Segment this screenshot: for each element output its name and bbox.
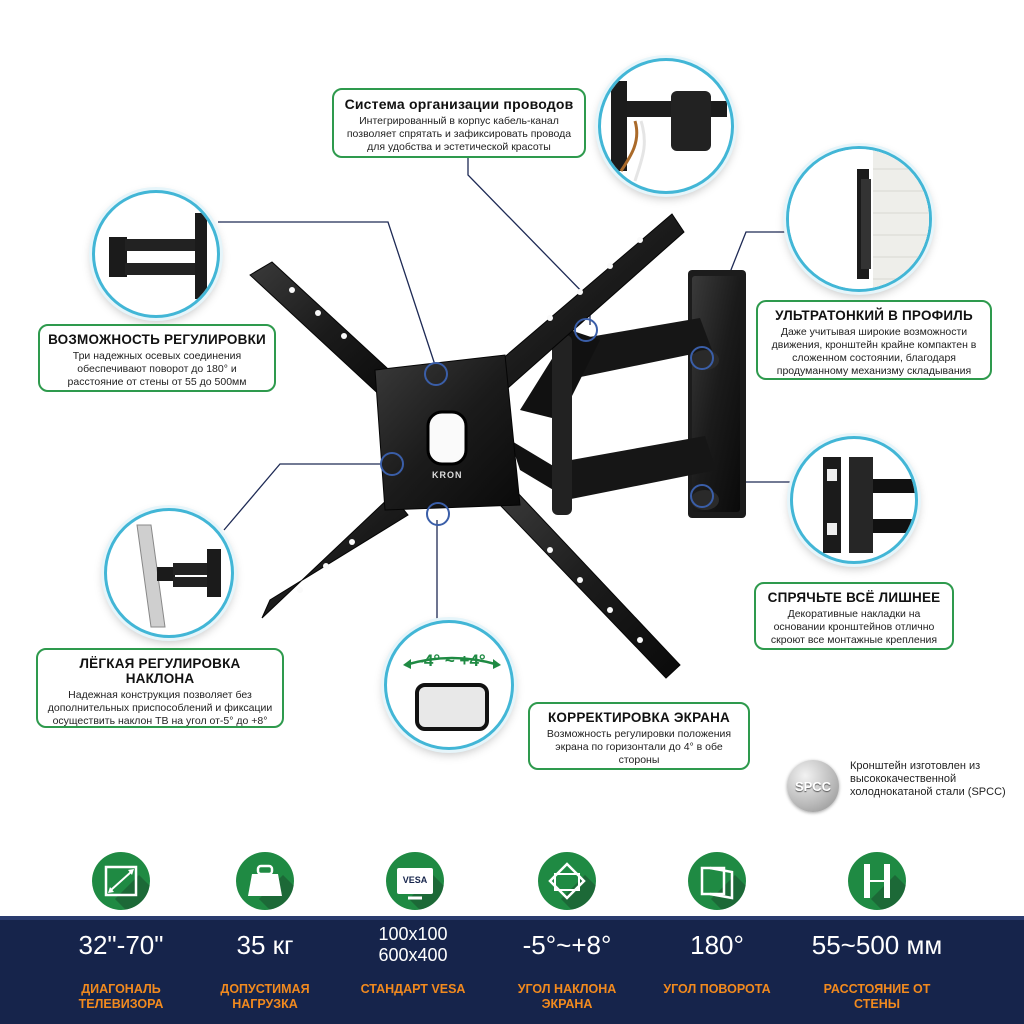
detail-circle-thin (786, 146, 932, 292)
detail-circle-screen: -4° ~ +4° (384, 620, 514, 750)
hotspot-screen[interactable] (426, 502, 450, 526)
vesa-icon: VESA (386, 852, 444, 910)
callout-thin-title: УЛЬТРАТОНКИЙ В ПРОФИЛЬ (775, 308, 973, 323)
distance-icon (848, 852, 906, 910)
spec-rotation-label: УГОЛ ПОВОРОТА (663, 982, 771, 996)
detail-circle-adjust (92, 190, 220, 318)
spec-distance-label: РАССТОЯНИЕ ОТ СТЕНЫ (823, 982, 931, 1011)
callout-cable-title: Система организации проводов (344, 96, 574, 112)
wall-profile-icon (789, 149, 929, 289)
callout-adjust-title: ВОЗМОЖНОСТЬ РЕГУЛИРОВКИ (48, 332, 266, 347)
callout-thin: УЛЬТРАТОНКИЙ В ПРОФИЛЬ Даже учитывая шир… (756, 300, 992, 380)
spcc-badge: SPCC (787, 760, 839, 812)
hotspot-thin[interactable] (690, 346, 714, 370)
callout-screen-text: Возможность регулировки положения экрана… (546, 728, 732, 766)
brand-logo: KRON (432, 470, 463, 480)
callout-hide-title: СПРЯЧЬТЕ ВСЁ ЛИШНЕЕ (767, 590, 941, 605)
callout-adjust-text: Три надежных осевых соединения обеспечив… (67, 350, 247, 388)
screen-angle-badge: -4° ~ +4° (418, 651, 486, 670)
spec-tilt-label: УГОЛ НАКЛОНА ЭКРАНА (517, 982, 617, 1011)
spec-vesa-value: 100x100 600x400 (378, 924, 448, 965)
spec-diagonal-value: 32"-70" (78, 930, 164, 960)
weight-icon (236, 852, 294, 910)
tilt-profile-icon (136, 524, 221, 628)
spec-weight-value: 35 кг (236, 930, 294, 960)
detail-circle-cable (598, 58, 734, 194)
detail-circle-hide (790, 436, 918, 564)
swivel-arm-icon (109, 213, 207, 299)
callout-screen-title: КОРРЕКТИРОВКА ЭКРАНА (547, 710, 730, 725)
callout-screen: КОРРЕКТИРОВКА ЭКРАНА Возможность регулир… (528, 702, 750, 770)
vesa-icon-text: VESA (402, 875, 428, 885)
callout-hide-text: Декоративные накладки на основании кронш… (770, 608, 938, 646)
callout-thin-text: Даже учитывая широкие возможности движен… (771, 326, 977, 377)
cable-channel-icon (611, 81, 727, 182)
rotation-icon (688, 852, 746, 910)
callout-tilt-title: ЛЁГКАЯ РЕГУЛИРОВКА НАКЛОНА (79, 656, 241, 686)
tilt-icon (538, 852, 596, 910)
callout-tilt: ЛЁГКАЯ РЕГУЛИРОВКА НАКЛОНА Надежная конс… (36, 648, 284, 728)
hotspot-adjust[interactable] (424, 362, 448, 386)
diagonal-icon (92, 852, 150, 910)
spec-rotation-value: 180° (690, 930, 744, 960)
screen-rotate-icon (403, 656, 501, 731)
spec-tilt-value: -5°~+8° (522, 930, 612, 960)
cover-plate-icon (823, 457, 915, 553)
callout-hide: СПРЯЧЬТЕ ВСЁ ЛИШНЕЕ Декоративные накладк… (754, 582, 954, 650)
hotspot-hide[interactable] (690, 484, 714, 508)
spec-diagonal-label: ДИАГОНАЛЬ ТЕЛЕВИЗОРА (78, 982, 164, 1011)
callout-tilt-text: Надежная конструкция позволяет без допол… (47, 689, 273, 727)
callout-cable-text: Интегрированный в корпус кабель-канал по… (346, 115, 572, 153)
callout-adjust: ВОЗМОЖНОСТЬ РЕГУЛИРОВКИ Три надежных осе… (38, 324, 276, 392)
spec-distance-value: 55~500 мм (811, 930, 943, 960)
spec-vesa-label: СТАНДАРТ VESA (360, 982, 466, 996)
hotspot-cable[interactable] (574, 318, 598, 342)
specs-band (0, 916, 1024, 1024)
spec-weight-label: ДОПУСТИМАЯ НАГРУЗКА (220, 982, 310, 1011)
callout-cable: Система организации проводов Интегрирова… (332, 88, 586, 158)
hotspot-tilt[interactable] (380, 452, 404, 476)
spcc-text: Кронштейн изготовлен из высококачественн… (850, 760, 1006, 798)
detail-circle-tilt (104, 508, 234, 638)
